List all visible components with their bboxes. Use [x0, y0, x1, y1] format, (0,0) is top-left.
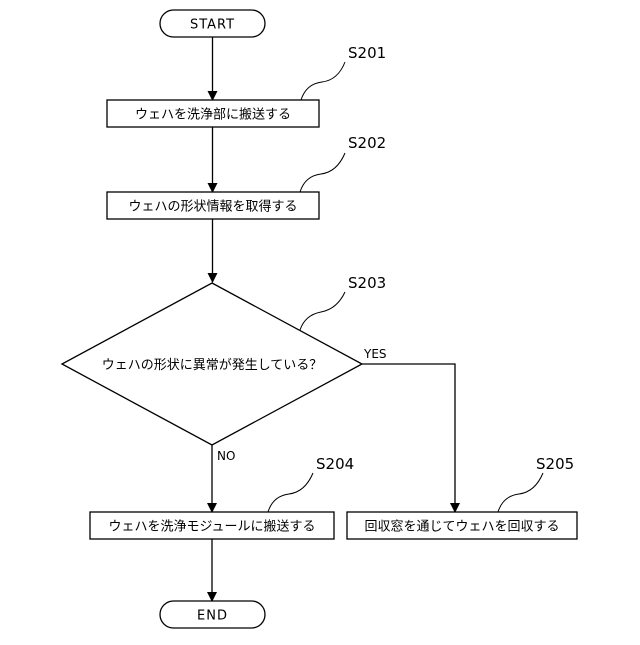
step-label-s201: S201 [348, 44, 386, 62]
start-label: START [190, 18, 235, 33]
step-label-s205: S205 [536, 455, 574, 473]
process-box-s205: 回収窓を通じてウェハを回収する [347, 512, 577, 539]
decision-text-s203: ウェハの形状に異常が発生している？ [102, 358, 323, 373]
end-label: END [197, 609, 228, 624]
process-text-s205: 回収窓を通じてウェハを回収する [364, 519, 559, 535]
leader-line-s203 [300, 292, 345, 330]
process-box-s201: ウェハを洗浄部に搬送する [107, 100, 319, 127]
step-label-s204: S204 [316, 455, 354, 473]
process-text-s204: ウェハを洗浄モジュールに搬送する [108, 520, 315, 535]
leader-line-s204 [268, 473, 313, 512]
decision-diamond-s203: ウェハの形状に異常が発生している？ [62, 283, 362, 445]
arrow-s203-yes-to-s205 [362, 364, 455, 512]
start-terminal: START [160, 10, 265, 37]
process-text-s202: ウェハの形状情報を取得する [128, 199, 297, 215]
process-box-s204: ウェハを洗浄モジュールに搬送する [90, 512, 334, 539]
step-label-s202: S202 [348, 134, 386, 152]
leader-line-s202 [300, 153, 345, 192]
branch-label-no: NO [217, 449, 235, 463]
end-terminal: END [160, 601, 265, 628]
leader-line-s201 [301, 62, 345, 100]
process-box-s202: ウェハの形状情報を取得する [107, 192, 319, 219]
step-label-s203: S203 [348, 274, 386, 292]
process-text-s201: ウェハを洗浄部に搬送する [135, 108, 291, 123]
leader-line-s205 [498, 473, 543, 512]
branch-label-yes: YES [363, 347, 387, 361]
